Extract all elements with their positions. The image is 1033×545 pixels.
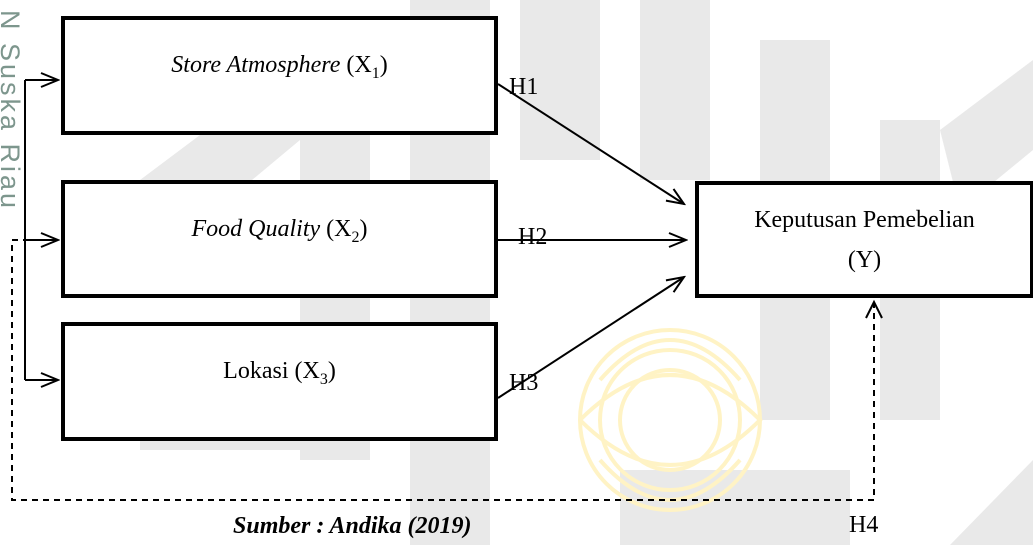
y-line1: Keputusan Pemebelian: [754, 206, 975, 233]
source-caption: Sumber : Andika (2019): [233, 513, 472, 539]
x3-close: ): [327, 358, 336, 385]
y-line2: (Y): [847, 246, 882, 273]
label-h4: H4: [849, 512, 879, 538]
x1-close: ): [379, 52, 388, 79]
x2-var: (X: [326, 215, 352, 242]
x2-close: ): [359, 215, 368, 242]
label-h3: H3: [509, 370, 539, 396]
label-h1: H1: [509, 74, 539, 100]
x2-name: Food Quality: [191, 215, 321, 242]
arrow-h3: [497, 277, 684, 399]
x2-sub: 2: [351, 228, 360, 246]
box-lokasi: Lokasi (X3): [61, 322, 498, 441]
x3-var: (X: [294, 358, 320, 385]
x3-sub: 3: [319, 370, 328, 388]
dashed-path-h4: [11, 239, 875, 501]
x1-sub: 1: [371, 64, 380, 82]
watermark-side-text: N Suska Riau: [0, 10, 25, 212]
x3-name: Lokasi: [223, 358, 289, 385]
x1-name: Store Atmosphere: [171, 52, 341, 79]
label-h2: H2: [518, 224, 548, 250]
box-food-quality: Food Quality (X2): [61, 180, 498, 298]
dashed-arrowhead-h4: [865, 299, 883, 319]
arrow-h1: [497, 83, 684, 204]
box-store-atmosphere: Store Atmosphere (X1): [61, 16, 498, 135]
x1-var: (X: [346, 52, 372, 79]
box-keputusan-pembelian: Keputusan Pemebelian (Y): [695, 181, 1033, 298]
